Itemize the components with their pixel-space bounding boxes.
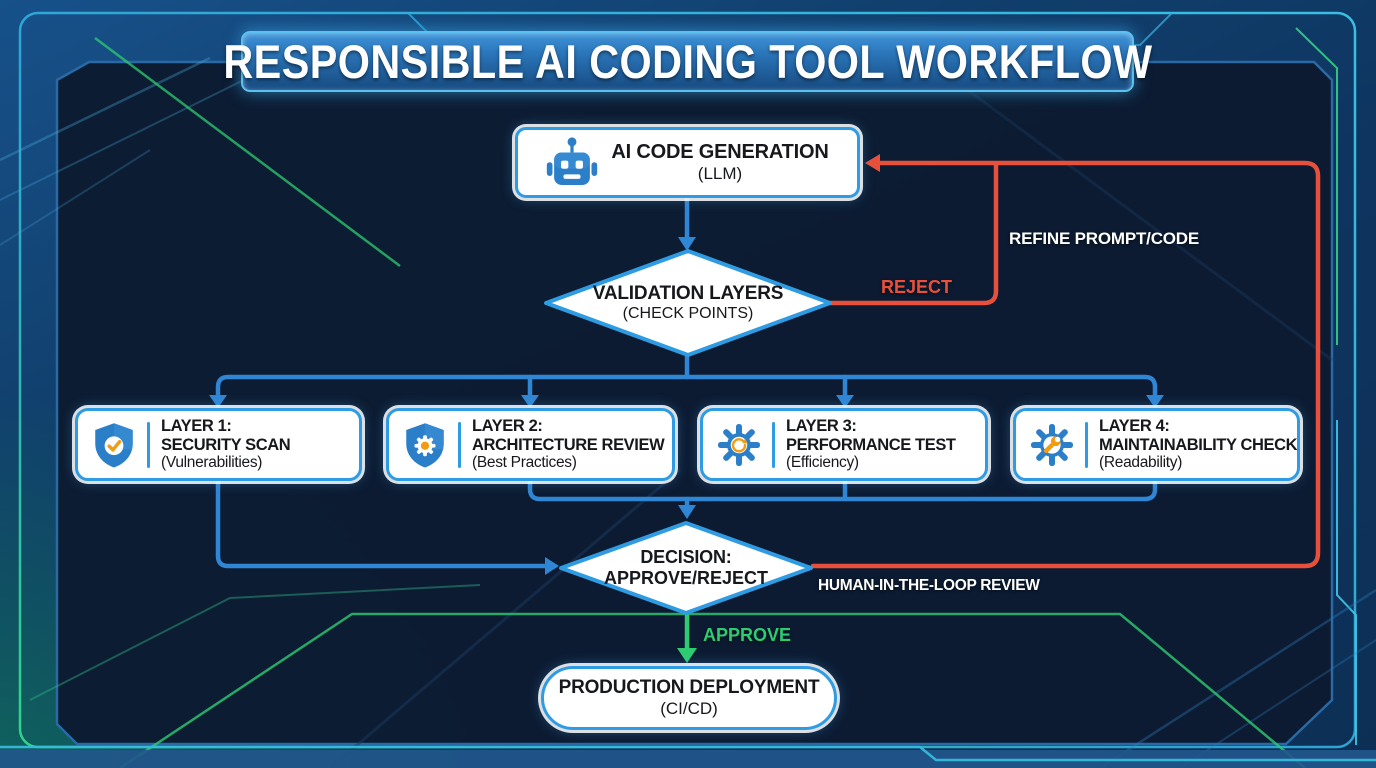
layer-1-title: SECURITY SCAN [161, 435, 291, 454]
layer-4-text: LAYER 4: MAINTAINABILITY CHECK (Readabil… [1099, 416, 1298, 472]
node-layer-2-architecture-review: LAYER 2: ARCHITECTURE REVIEW (Best Pract… [386, 408, 675, 481]
layer-3-title: PERFORMANCE TEST [786, 435, 956, 454]
shield-gear-icon [406, 422, 444, 467]
layer-2-label: LAYER 2: [472, 416, 543, 435]
shield-check-icon [95, 422, 133, 467]
layer-2-subtitle: (Best Practices) [472, 454, 577, 472]
layer-2-title: ARCHITECTURE REVIEW [472, 435, 665, 454]
layer-3-label: LAYER 3: [786, 416, 857, 435]
divider [147, 421, 150, 468]
node-validation-layers: VALIDATION LAYERS (CHECK POINTS) [542, 247, 834, 359]
layer-4-subtitle: (Readability) [1099, 454, 1183, 472]
node-ai-code-generation: AI CODE GENERATION (LLM) [515, 127, 860, 198]
merge-line [527, 478, 1158, 502]
arrowhead [865, 154, 880, 172]
approve-label: APPROVE [703, 625, 792, 645]
branch-line [215, 374, 1158, 401]
decision-title: DECISION: [640, 547, 732, 568]
arrowhead [209, 395, 227, 408]
gear-sync-icon [718, 423, 760, 466]
arrowhead [836, 395, 854, 408]
decision-text: DECISION: APPROVE/REJECT [604, 547, 768, 588]
deployment-text: PRODUCTION DEPLOYMENT (CI/CD) [559, 677, 820, 718]
validation-title: VALIDATION LAYERS [592, 282, 784, 304]
node-decision: DECISION: APPROVE/REJECT [557, 519, 815, 617]
layer-4-label: LAYER 4: [1099, 416, 1170, 435]
divider [772, 421, 775, 468]
arrowhead [678, 505, 696, 519]
layer-1-subtitle: (Vulnerabilities) [161, 454, 263, 472]
validation-subtitle: (CHECK POINTS) [622, 304, 754, 322]
node-layer-1-security-scan: LAYER 1: SECURITY SCAN (Vulnerabilities) [75, 408, 362, 481]
layer-1-text: LAYER 1: SECURITY SCAN (Vulnerabilities) [161, 416, 291, 472]
ai-node-subtitle: (LLM) [697, 164, 743, 184]
divider [1085, 421, 1088, 468]
deployment-title: PRODUCTION DEPLOYMENT [558, 677, 820, 699]
layer-4-title: MAINTAINABILITY CHECK [1099, 435, 1298, 454]
node-production-deployment: PRODUCTION DEPLOYMENT (CI/CD) [541, 666, 837, 730]
layer-3-text: LAYER 3: PERFORMANCE TEST (Efficiency) [786, 417, 956, 472]
ai-node-title: AI CODE GENERATION [611, 141, 829, 164]
arrowhead [677, 648, 697, 663]
human-in-the-loop-label: HUMAN-IN-THE-LOOP REVIEW [818, 577, 1040, 594]
edge-refine-loop [810, 160, 1321, 569]
divider [458, 421, 461, 468]
edge-layer1-to-decision [215, 478, 548, 569]
ai-node-text: AI CODE GENERATION (LLM) [611, 141, 828, 184]
deployment-subtitle: (CI/CD) [660, 699, 718, 719]
node-layer-3-performance-test: LAYER 3: PERFORMANCE TEST (Efficiency) [700, 408, 988, 481]
title-banner: RESPONSIBLE AI CODING TOOL WORKFLOW [223, 31, 1152, 92]
layer-3-subtitle: (Efficiency) [786, 454, 859, 472]
refine-prompt-code-label: REFINE PROMPT/CODE [1009, 229, 1200, 248]
decision-subtitle: APPROVE/REJECT [603, 568, 769, 588]
page-title: RESPONSIBLE AI CODING TOOL WORKFLOW [222, 35, 1153, 88]
reject-label: REJECT [881, 277, 953, 297]
gear-wrench-icon [1031, 423, 1073, 466]
layer-1-label: LAYER 1: [161, 416, 232, 435]
arrowhead [1146, 395, 1164, 408]
layer-2-text: LAYER 2: ARCHITECTURE REVIEW (Best Pract… [472, 416, 665, 472]
robot-icon [547, 136, 598, 185]
node-layer-4-maintainability-check: LAYER 4: MAINTAINABILITY CHECK (Readabil… [1013, 408, 1300, 481]
validation-text: VALIDATION LAYERS (CHECK POINTS) [593, 283, 784, 323]
arrowhead [521, 395, 539, 408]
